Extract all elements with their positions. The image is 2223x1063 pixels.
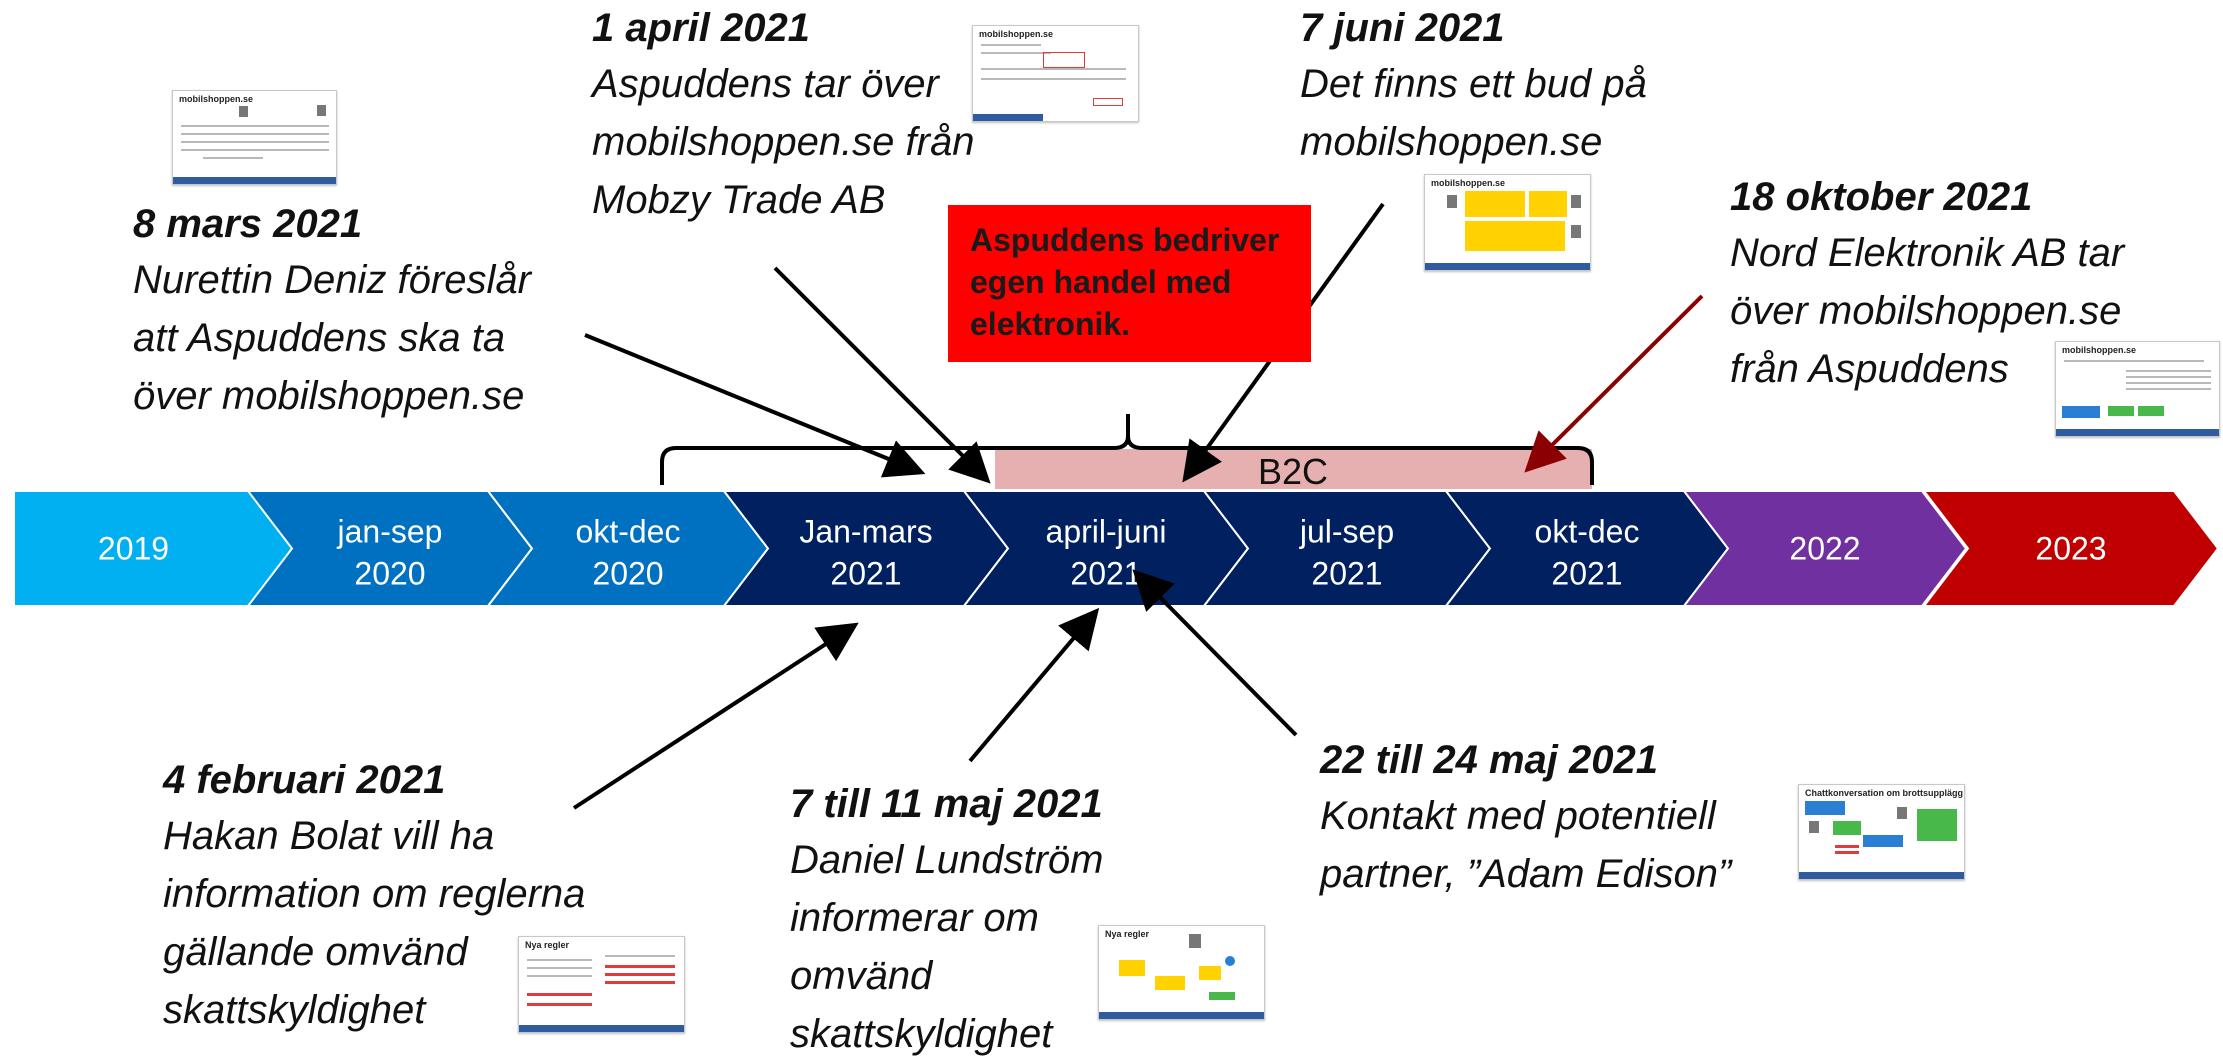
timeline-segment-label: jan-sep [337, 514, 443, 550]
thumbnail-title: mobilshoppen.se [1431, 178, 1506, 188]
timeline-segment-label: jul-sep [1299, 514, 1394, 550]
event-7-juni: 7 juni 2021 Det finns ett bud på mobilsh… [1300, 1, 1647, 171]
timeline-segment-year: 2020 [354, 556, 425, 592]
thumbnail-title: mobilshoppen.se [979, 29, 1054, 39]
thumbnail-slide-3: mobilshoppen.se [1424, 174, 1591, 271]
thumbnail-title: Chattkonversation om brottsupplägg [1805, 788, 1964, 798]
timeline-segment-year: 2021 [1070, 556, 1141, 592]
event-desc: Hakan Bolat vill ha information om regle… [163, 814, 586, 1032]
event-desc: Nord Elektronik AB tar över mobilshoppen… [1730, 231, 2125, 391]
event-4-februari: 4 februari 2021 Hakan Bolat vill ha info… [163, 753, 585, 1039]
timeline-segment [1921, 490, 2220, 607]
b2c-label: B2C [1258, 451, 1328, 492]
arrow-maj22 [1132, 569, 1298, 737]
event-date: 22 till 24 maj 2021 [1320, 738, 1659, 782]
thumbnail-title: Nya regler [1105, 929, 1150, 939]
timeline-segment-label: okt-dec [576, 514, 681, 550]
thumbnail-slide-4: mobilshoppen.se [2055, 341, 2220, 437]
timeline-segment [1681, 490, 1968, 607]
event-date: 1 april 2021 [592, 6, 810, 50]
event-desc: Aspuddens tar över mobilshoppen.se från … [592, 62, 975, 222]
event-desc: Det finns ett bud på mobilshoppen.se [1300, 62, 1647, 164]
event-7-11-maj: 7 till 11 maj 2021 Daniel Lundström info… [790, 777, 1104, 1063]
event-date: 4 februari 2021 [163, 758, 446, 802]
callout-box: Aspuddens bedriver egen handel med elekt… [948, 205, 1311, 362]
event-desc: Daniel Lundström informerar om omvänd sk… [790, 838, 1104, 1056]
timeline-segment-label: 2023 [2035, 531, 2106, 567]
thumbnail-title: Nya regler [525, 940, 570, 950]
thumbnail-slide-5: Nya regler [518, 936, 685, 1033]
event-1-april: 1 april 2021 Aspuddens tar över mobilsho… [592, 1, 974, 229]
event-date: 8 mars 2021 [133, 202, 363, 246]
event-date: 7 till 11 maj 2021 [790, 782, 1103, 826]
thumbnail-title: mobilshoppen.se [2062, 345, 2137, 355]
timeline-segment-label: Jan-mars [799, 514, 932, 550]
event-22-24-maj: 22 till 24 maj 2021 Kontakt med potentie… [1320, 733, 1731, 903]
arrow-okt18 [1524, 294, 1704, 473]
b2c-band [995, 449, 1592, 489]
timeline-segment-year: 2021 [1311, 556, 1382, 592]
event-8-mars: 8 mars 2021 Nurettin Deniz föreslår att … [133, 197, 531, 425]
event-date: 7 juni 2021 [1300, 6, 1505, 50]
arrow-mars8 [584, 333, 926, 478]
event-desc: Nurettin Deniz föreslår att Aspuddens sk… [133, 258, 531, 418]
timeline-segment-label: okt-dec [1535, 514, 1640, 550]
thumbnail-slide-2: mobilshoppen.se [972, 25, 1139, 122]
timeline-segment-year: 2021 [830, 556, 901, 592]
event-18-oktober: 18 oktober 2021 Nord Elektronik AB tar ö… [1730, 170, 2124, 398]
thumbnail-title: mobilshoppen.se [179, 94, 254, 104]
arrow-feb4 [572, 622, 859, 810]
timeline-segment-label: 2019 [98, 531, 169, 567]
timeline-segment-year: 2021 [1551, 556, 1622, 592]
timeline-segment-label: april-juni [1046, 514, 1167, 550]
event-date: 18 oktober 2021 [1730, 175, 2033, 219]
timeline-segment-year: 2020 [592, 556, 663, 592]
thumbnail-slide-6: Nya regler [1098, 925, 1265, 1020]
thumbnail-slide-1: mobilshoppen.se [172, 90, 337, 185]
timeline-segment-label: 2022 [1789, 531, 1860, 567]
arrow-maj7 [968, 607, 1100, 763]
arrow-april1 [773, 266, 991, 484]
brace [660, 414, 1594, 485]
event-desc: Kontakt med potentiell partner, ”Adam Ed… [1320, 794, 1732, 896]
thumbnail-slide-7: Chattkonversation om brottsupplägg [1798, 784, 1965, 880]
